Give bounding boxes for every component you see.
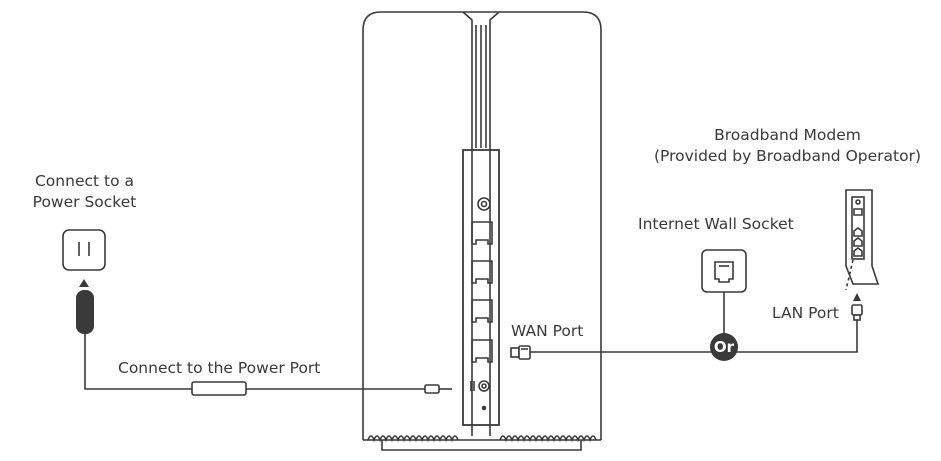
modem-label-line1: Broadband Modem (714, 126, 861, 144)
wan-port-label: WAN Port (511, 322, 584, 340)
modem-label-line2: (Provided by Broadband Operator) (653, 147, 922, 165)
power-socket-label-line2: Power Socket (32, 193, 137, 211)
power-port-label: Connect to the Power Port (118, 359, 321, 377)
power-outlet-icon (62, 229, 106, 271)
wall-socket-label: Internet Wall Socket (638, 215, 794, 233)
ethernet-wall-socket-icon (701, 249, 747, 293)
ethernet-plug-icon (510, 345, 531, 360)
lan-plug-icon (851, 304, 863, 321)
modem-label: Broadband Modem (Provided by Broadband O… (650, 125, 925, 167)
broadband-modem-icon (845, 189, 880, 285)
router (362, 11, 602, 451)
or-badge (710, 333, 738, 361)
power-socket-label-line1: Connect to a (34, 172, 134, 190)
ethernet-port-icon (471, 221, 493, 363)
power-cable (84, 342, 192, 390)
lan-port-label: LAN Port (772, 304, 839, 322)
power-socket-label: Connect to a Power Socket (22, 171, 147, 213)
power-adapter-icon (76, 290, 94, 342)
wan-cable (530, 320, 858, 353)
or-label: Or (713, 338, 735, 356)
